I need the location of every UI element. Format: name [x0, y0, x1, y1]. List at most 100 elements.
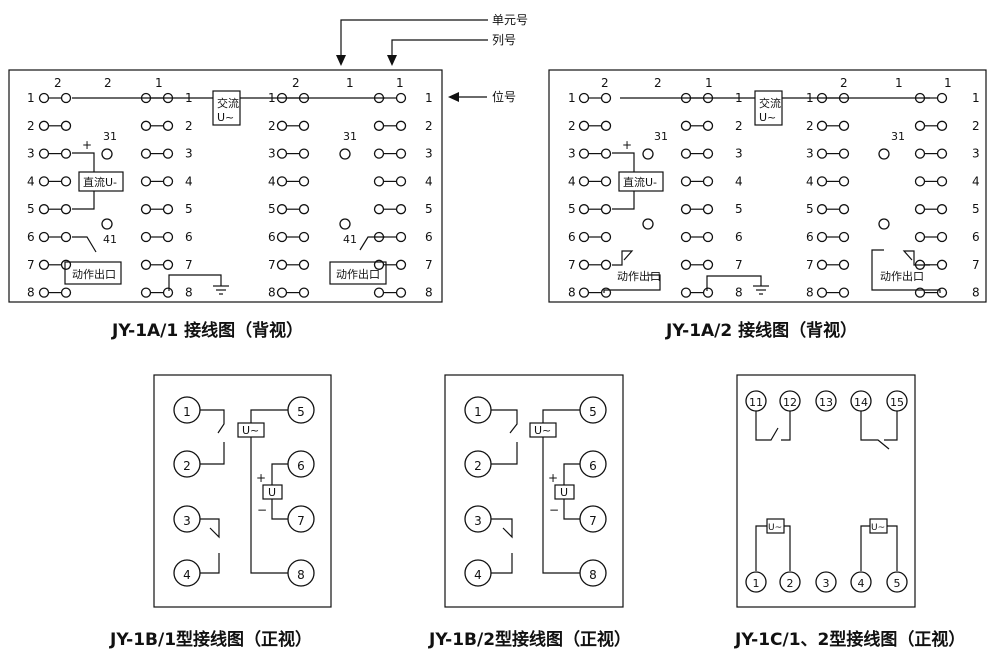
column-no-label: 列号 [492, 33, 516, 47]
terminal-circle: 4 [173, 559, 201, 587]
ac-wire [860, 525, 870, 571]
contact-31-label: 31 [891, 130, 905, 143]
row-number: 3 [27, 147, 35, 161]
terminal-pair [680, 204, 714, 215]
terminal-pair [578, 259, 612, 270]
ac-box-label: U~ [871, 523, 885, 533]
terminal-circle: 7 [579, 505, 607, 533]
ac-wire [542, 409, 580, 423]
terminal-pair [914, 148, 948, 159]
row-number: 7 [806, 258, 814, 272]
col-label: 1 [346, 76, 354, 90]
panel-jy-1c: U~ U~ 11 12 13 14 15 1 2 3 4 5 [736, 374, 916, 608]
terminal-pair [816, 148, 850, 159]
terminal-pair [140, 120, 174, 131]
row-number: 8 [185, 286, 193, 300]
output-wire [603, 274, 661, 293]
plus-sign: + [82, 138, 92, 152]
row-number: 7 [735, 258, 743, 272]
row-number: 5 [972, 202, 980, 216]
annotation-column-no: 列号 [387, 33, 516, 66]
terminal-circle: 15 [886, 390, 908, 412]
terminal-circle: 7 [287, 505, 315, 533]
ac-box-label: U~ [768, 523, 782, 533]
ac-label: 交流 [217, 96, 239, 110]
output-contact [359, 236, 385, 251]
terminal-circle: 2 [464, 450, 492, 478]
row-number: 5 [425, 202, 433, 216]
terminal-number: 6 [589, 459, 597, 473]
contact-41-label: 41 [103, 233, 117, 246]
row-number: 6 [972, 230, 980, 244]
contact-31-label: 31 [654, 130, 668, 143]
terminal-pair [816, 176, 850, 187]
terminal-pair [680, 231, 714, 243]
terminal-pair [38, 120, 72, 131]
plus-sign: + [548, 471, 558, 485]
row-number: 2 [185, 119, 193, 133]
output-contact [72, 236, 97, 253]
row-number: 7 [268, 258, 276, 272]
output-contact [902, 250, 930, 266]
terminal-pair [38, 92, 72, 104]
terminal-number: 1 [474, 405, 482, 419]
terminal-number: 2 [183, 459, 191, 473]
col-label: 1 [396, 76, 404, 90]
terminal-pair [140, 259, 174, 270]
unit-no-label: 单元号 [492, 13, 528, 27]
dc-wire [72, 191, 95, 210]
col-label: 1 [944, 76, 952, 90]
annotation-position-no: 位号 [448, 89, 516, 104]
terminal-pair [140, 231, 174, 243]
terminal-pair [140, 287, 174, 298]
terminal-number: 5 [894, 577, 901, 590]
dc-wire [271, 463, 288, 485]
row-number: 3 [268, 147, 276, 161]
terminal-pair [914, 176, 948, 187]
annotation-unit-no: 单元号 [336, 13, 528, 66]
row-number: 5 [185, 202, 193, 216]
dc-supply-box [78, 171, 124, 192]
row-number: 5 [27, 202, 35, 216]
row-number: 4 [185, 174, 193, 188]
column-labels: 2 2 1 2 1 1 [601, 76, 952, 90]
row-number: 4 [568, 174, 576, 188]
minus-sign: − [549, 503, 559, 517]
output-contact [612, 250, 634, 266]
terminal-pair [680, 176, 714, 187]
terminal-pair [816, 287, 850, 298]
caption-jy-1c: JY-1C/1、2型接线图（正视） [734, 629, 965, 650]
terminal-pair [140, 204, 174, 215]
row-number: 2 [425, 119, 433, 133]
terminal-pair [38, 204, 72, 215]
terminal-pair [373, 204, 407, 215]
terminal-number: 15 [890, 396, 904, 409]
terminal-circle: 2 [173, 450, 201, 478]
ac-label-u: U~ [759, 111, 776, 124]
row-number: 1 [972, 91, 980, 105]
row-number: 3 [806, 147, 814, 161]
row-number: 8 [735, 286, 743, 300]
terminal-pair [578, 120, 612, 131]
row-number: 6 [185, 230, 193, 244]
output-label: 动作出口 [617, 269, 661, 283]
row-number: 6 [268, 230, 276, 244]
row-number: 8 [27, 286, 35, 300]
terminal-circle: 13 [815, 390, 837, 412]
caption-jy-1a-2: JY-1A/2 接线图（背视） [665, 320, 857, 341]
terminal-pair [914, 231, 948, 243]
terminal-circle: 5 [579, 396, 607, 424]
dc-wire [612, 191, 635, 210]
terminal-pair [578, 176, 612, 187]
ground-wire [706, 275, 762, 291]
row-number: 3 [735, 147, 743, 161]
row-number: 8 [568, 286, 576, 300]
row-number: 7 [425, 258, 433, 272]
row-number: 3 [568, 147, 576, 161]
dc-wire [563, 463, 580, 485]
ac-supply-box [754, 90, 783, 126]
terminal-pair [914, 204, 948, 215]
